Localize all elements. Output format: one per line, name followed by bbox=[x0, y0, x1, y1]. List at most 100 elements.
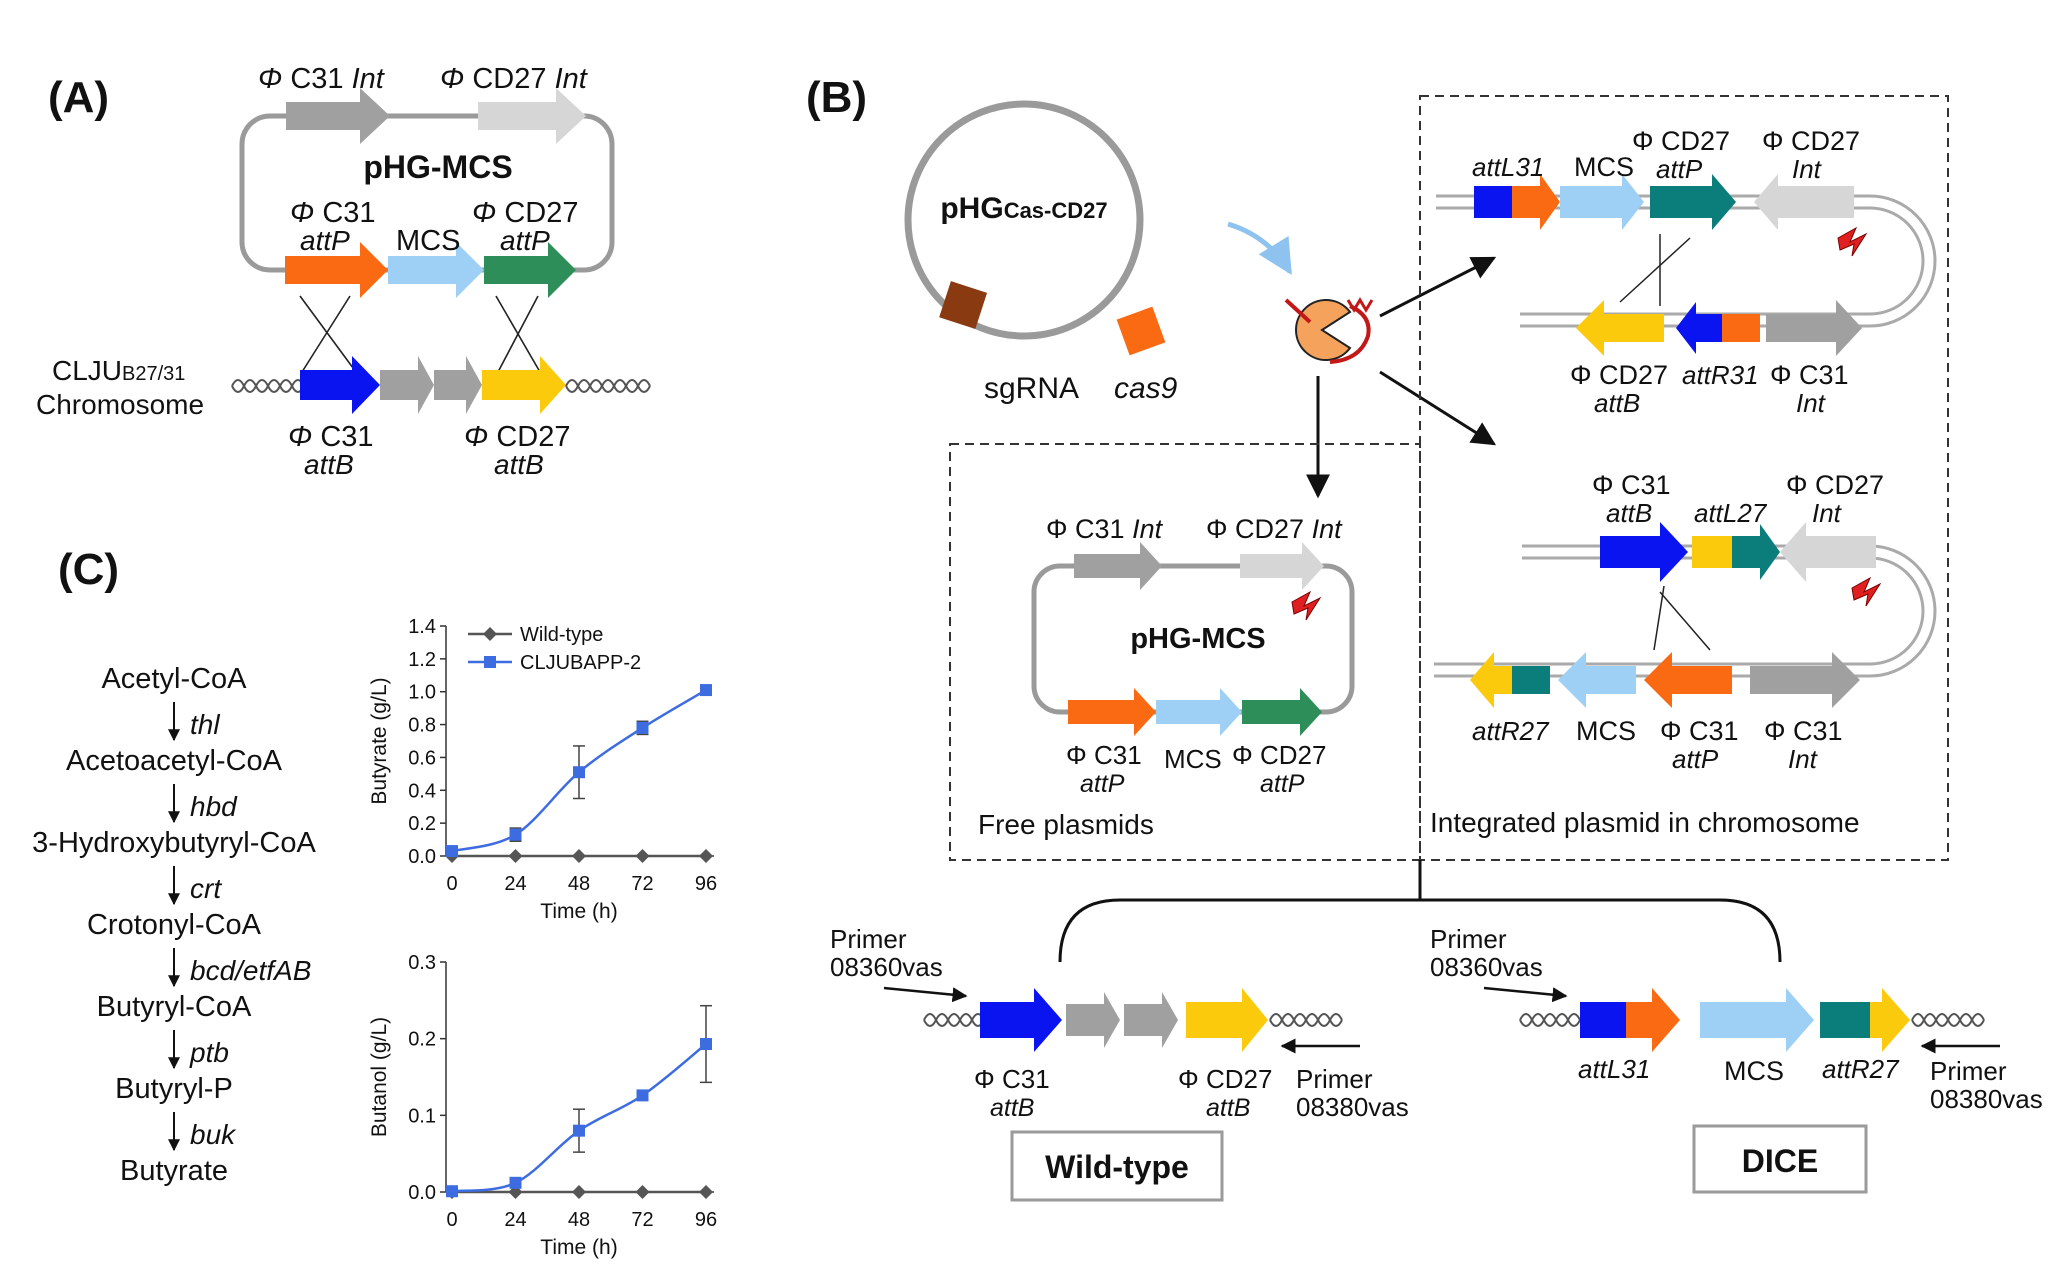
mcs-label-top: MCS bbox=[1574, 152, 1634, 182]
pathway-metabolite: Butyryl-CoA bbox=[97, 991, 252, 1023]
dice-attl31-blue bbox=[1580, 1002, 1626, 1038]
attp-cd27-top bbox=[1650, 174, 1736, 230]
pathway-enzyme: ptb bbox=[189, 1037, 229, 1068]
x-axis-label: Time (h) bbox=[540, 1236, 617, 1259]
metabolic-pathway: Acetyl-CoAthlAcetoacetyl-CoAhbd3-Hydroxy… bbox=[32, 663, 316, 1187]
pathway-metabolite: Crotonyl-CoA bbox=[87, 909, 262, 941]
attb-site-top: attB bbox=[1594, 388, 1640, 418]
data-point-square bbox=[573, 1124, 585, 1137]
free-attp-cd27 bbox=[1242, 688, 1322, 736]
attl31-orange bbox=[1512, 174, 1560, 230]
sgrna-block bbox=[939, 281, 988, 329]
x-tick-label: 96 bbox=[695, 1209, 717, 1231]
wt-primer-r1: Primer bbox=[1296, 1064, 1373, 1094]
pathway-enzyme: thl bbox=[190, 709, 220, 740]
data-point-square bbox=[700, 684, 712, 697]
data-point-square bbox=[636, 1089, 649, 1102]
free-attp-cd27-label: Φ CD27 bbox=[1232, 740, 1326, 770]
attr31-blue bbox=[1676, 302, 1722, 354]
svg-text:Φ CD27: Φ CD27 bbox=[472, 197, 579, 229]
y-tick-label: 1.0 bbox=[408, 682, 436, 704]
wt-primer-r2: 08380vas bbox=[1296, 1092, 1409, 1122]
dice-primer-forward bbox=[1483, 986, 1568, 1003]
free-plasmids-label: Free plasmids bbox=[978, 809, 1154, 840]
y-tick-label: 0.6 bbox=[408, 747, 436, 769]
x-tick-label: 0 bbox=[446, 1209, 457, 1231]
data-point-square bbox=[700, 1038, 712, 1051]
legend-marker bbox=[483, 627, 497, 641]
mcs-label-a: MCS bbox=[396, 225, 460, 257]
dice-box-label: DICE bbox=[1742, 1143, 1818, 1179]
free-attp-cd27-site: attP bbox=[1260, 770, 1305, 798]
phi-symbol: Φ bbox=[440, 63, 464, 95]
data-point-diamond bbox=[572, 1185, 586, 1199]
int-cd27-name: CD27 bbox=[472, 63, 546, 95]
plasmid-name-a: pHG-MCS bbox=[363, 149, 512, 185]
dice-mcs-label: MCS bbox=[1724, 1056, 1784, 1086]
free-plasmid-name: pHG-MCS bbox=[1130, 623, 1265, 655]
free-lightning bbox=[1291, 590, 1322, 621]
int-c31-suffix: Int bbox=[352, 63, 386, 95]
panel-a: (A) Φ C31 Int Φ CD27 Int pHG-MCS Φ C31 a… bbox=[36, 63, 651, 480]
attl27-yellow bbox=[1692, 536, 1732, 568]
integrated-box bbox=[1419, 95, 1949, 861]
attp-cd27-arrow bbox=[484, 242, 576, 298]
attb-c31-bottom bbox=[1600, 522, 1688, 582]
attp-c31-arrow bbox=[285, 242, 388, 298]
svg-text:Φ C31: Φ C31 bbox=[288, 421, 374, 453]
dice-box bbox=[1692, 1124, 1868, 1194]
attp-c31-label-bottom: Φ C31 bbox=[1660, 716, 1739, 746]
free-mcs bbox=[1156, 688, 1242, 736]
int-c31-name: C31 bbox=[290, 63, 343, 95]
data-point-diamond bbox=[635, 1185, 650, 1199]
y-axis-label: Butyrate (g/L) bbox=[368, 677, 391, 804]
data-point-square bbox=[636, 721, 649, 734]
dice-primer-r2: 08380vas bbox=[1930, 1084, 2043, 1114]
int-c31-bottom bbox=[1750, 652, 1860, 708]
mcs-arrow-top bbox=[1560, 174, 1644, 230]
data-point-square bbox=[573, 766, 585, 779]
y-tick-label: 0.2 bbox=[408, 813, 436, 835]
free-int-c31 bbox=[1074, 542, 1162, 590]
dice-attr27-teal bbox=[1820, 1002, 1870, 1038]
wildtype-box-label: Wild-type bbox=[1045, 1149, 1189, 1185]
int-cd27-bottom bbox=[1780, 522, 1876, 582]
cas-plasmid-circle bbox=[904, 100, 1144, 340]
cas-plasmid-subscript: Cas-CD27 bbox=[1004, 198, 1108, 223]
int-cd27-label-bottom: Φ CD27 bbox=[1786, 470, 1884, 500]
attb-cd27-top bbox=[1576, 300, 1664, 356]
lightning-bottom bbox=[1851, 576, 1882, 607]
panel-c-label: (C) bbox=[58, 545, 119, 594]
y-tick-label: 0.0 bbox=[408, 1182, 436, 1204]
data-point-square bbox=[446, 1185, 458, 1198]
attl31-label-top: attL31 bbox=[1472, 152, 1544, 182]
wt-attb-c31 bbox=[980, 988, 1062, 1052]
phi-symbol: Φ bbox=[258, 63, 282, 95]
dna-helix-a-right bbox=[565, 379, 651, 393]
panel-b-label: (B) bbox=[806, 73, 867, 122]
attl27-teal bbox=[1732, 524, 1780, 580]
free-attp-c31-site: attP bbox=[1080, 770, 1125, 798]
gene-gray-2 bbox=[434, 356, 482, 414]
cas9-protein-icon bbox=[1284, 297, 1374, 364]
attp-cd27-site: attP bbox=[500, 225, 550, 256]
legend-label: Wild-type bbox=[520, 624, 603, 646]
arrow-to-bottom-integration bbox=[1379, 370, 1497, 446]
data-point-square bbox=[509, 1176, 522, 1189]
pathway-metabolite: Butyrate bbox=[120, 1155, 228, 1187]
panel-a-label: (A) bbox=[48, 73, 109, 122]
free-int-c31-label: Φ C31 bbox=[1046, 514, 1125, 544]
attb-cd27-label-top: Φ CD27 bbox=[1570, 360, 1668, 390]
bracket bbox=[1058, 898, 1782, 963]
dice-attl31-label: attL31 bbox=[1578, 1054, 1650, 1084]
legend-marker bbox=[484, 656, 496, 668]
y-tick-label: 0.3 bbox=[408, 952, 436, 974]
x-tick-label: 48 bbox=[568, 1209, 590, 1231]
attb-site-bottom: attB bbox=[1606, 498, 1652, 528]
int-cd27-arrow bbox=[478, 88, 586, 144]
dice-primer-f1: Primer bbox=[1430, 924, 1507, 954]
free-plasmids-box bbox=[949, 443, 1421, 861]
int-suffix-top: Int bbox=[1792, 154, 1823, 184]
